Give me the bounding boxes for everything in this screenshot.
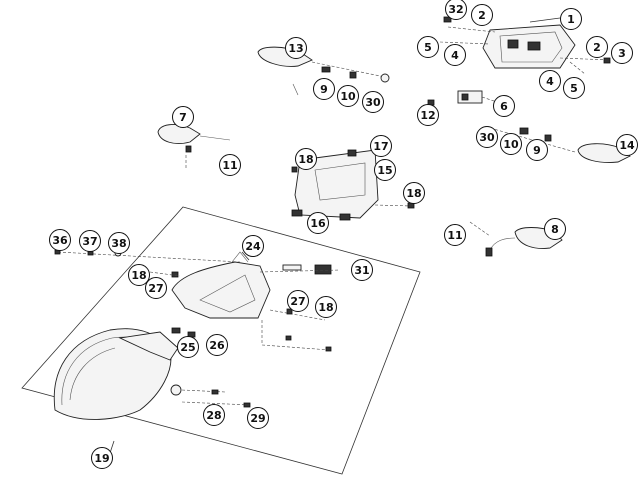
leader-5a: [439, 41, 491, 45]
bracket-foot-left: [291, 209, 303, 217]
nut-lower: [285, 335, 292, 341]
washer-30a: [380, 73, 390, 83]
leader-18c: [149, 271, 181, 277]
callout-1: 1: [560, 8, 582, 30]
adjuster-28: [170, 384, 182, 396]
callout-12: 12: [417, 104, 439, 126]
connector-8: [485, 247, 493, 257]
callout-10: 10: [500, 133, 522, 155]
wire-13: [292, 83, 299, 96]
callout-2: 2: [471, 4, 493, 26]
nut-9a: [321, 66, 331, 73]
leader-13-stem: [311, 61, 391, 79]
leader-1: [529, 17, 561, 23]
callout-25: 25: [177, 336, 199, 358]
callout-28: 28: [203, 404, 225, 426]
bracket-foot-right: [339, 213, 351, 221]
callout-30: 30: [362, 91, 384, 113]
callout-27: 27: [145, 277, 167, 299]
screw-29: [243, 402, 251, 408]
part-31: [314, 264, 332, 275]
leader-3: [559, 57, 611, 61]
callout-18: 18: [403, 182, 425, 204]
callout-29: 29: [247, 407, 269, 429]
callout-27: 27: [287, 290, 309, 312]
part-17: [347, 149, 357, 157]
callout-11: 11: [219, 154, 241, 176]
bracket-cutout: [199, 274, 256, 313]
callout-13: 13: [285, 37, 307, 59]
callout-31: 31: [351, 259, 373, 281]
leader-31a: [259, 269, 341, 273]
leader-32: [447, 26, 496, 33]
callout-15: 15: [374, 159, 396, 181]
nut-lower-2: [325, 346, 332, 352]
leader-18d: [269, 309, 326, 321]
part-3: [603, 57, 611, 64]
callout-18: 18: [315, 296, 337, 318]
nut-9b: [544, 134, 552, 142]
leader-11b: [469, 221, 491, 237]
callout-10: 10: [337, 85, 359, 107]
leader-29a: [181, 401, 251, 406]
callout-9: 9: [526, 139, 548, 161]
callout-11: 11: [444, 224, 466, 246]
callout-4: 4: [444, 44, 466, 66]
headlight-housing-top: [118, 331, 179, 361]
callout-38: 38: [108, 232, 130, 254]
callout-26: 26: [206, 334, 228, 356]
headlight-assembly-frame: [21, 206, 421, 475]
callout-30: 30: [476, 126, 498, 148]
callout-5: 5: [563, 77, 585, 99]
part-6-detail: [461, 93, 469, 101]
rod-31: [282, 264, 302, 271]
rear-bracket-inner: [314, 162, 366, 201]
leader-24: [241, 251, 250, 261]
cluster-detail-a: [507, 39, 519, 49]
callout-2: 2: [586, 36, 608, 58]
callout-36: 36: [49, 229, 71, 251]
headlight-lens-detail: [69, 347, 116, 401]
leader-28a: [181, 389, 226, 393]
leader-4b: [569, 61, 586, 75]
headlight-bracket: [171, 261, 271, 319]
bracket-mount: [231, 251, 249, 263]
callout-18: 18: [128, 264, 150, 286]
callout-16: 16: [307, 212, 329, 234]
callout-32: 32: [445, 0, 467, 20]
callout-18: 18: [295, 148, 317, 170]
turn-signal-7-stem: [199, 135, 231, 141]
connector-7: [185, 145, 192, 153]
callout-7: 7: [172, 106, 194, 128]
callout-37: 37: [79, 230, 101, 252]
callout-4: 4: [539, 70, 561, 92]
callout-8: 8: [544, 218, 566, 240]
leader-36-38: [57, 251, 241, 263]
connector-25: [171, 327, 181, 334]
callout-5: 5: [417, 36, 439, 58]
turn-signal-8-wire: [489, 237, 516, 251]
screw-18a: [291, 166, 298, 173]
leader-bracket-right: [261, 344, 331, 351]
washer-10a: [349, 71, 357, 79]
callout-9: 9: [313, 78, 335, 100]
callout-24: 24: [242, 235, 264, 257]
callout-19: 19: [91, 447, 113, 469]
callout-3: 3: [611, 42, 633, 64]
washer-30b: [519, 127, 529, 135]
callout-6: 6: [493, 95, 515, 117]
callout-14: 14: [616, 134, 638, 156]
cluster-detail-b: [527, 41, 541, 51]
screw-28: [211, 389, 219, 395]
leader-18b: [374, 204, 413, 207]
turn-signal-7: [157, 124, 201, 144]
instrument-display: [499, 31, 563, 63]
screw-27a: [171, 271, 179, 278]
callout-17: 17: [370, 135, 392, 157]
